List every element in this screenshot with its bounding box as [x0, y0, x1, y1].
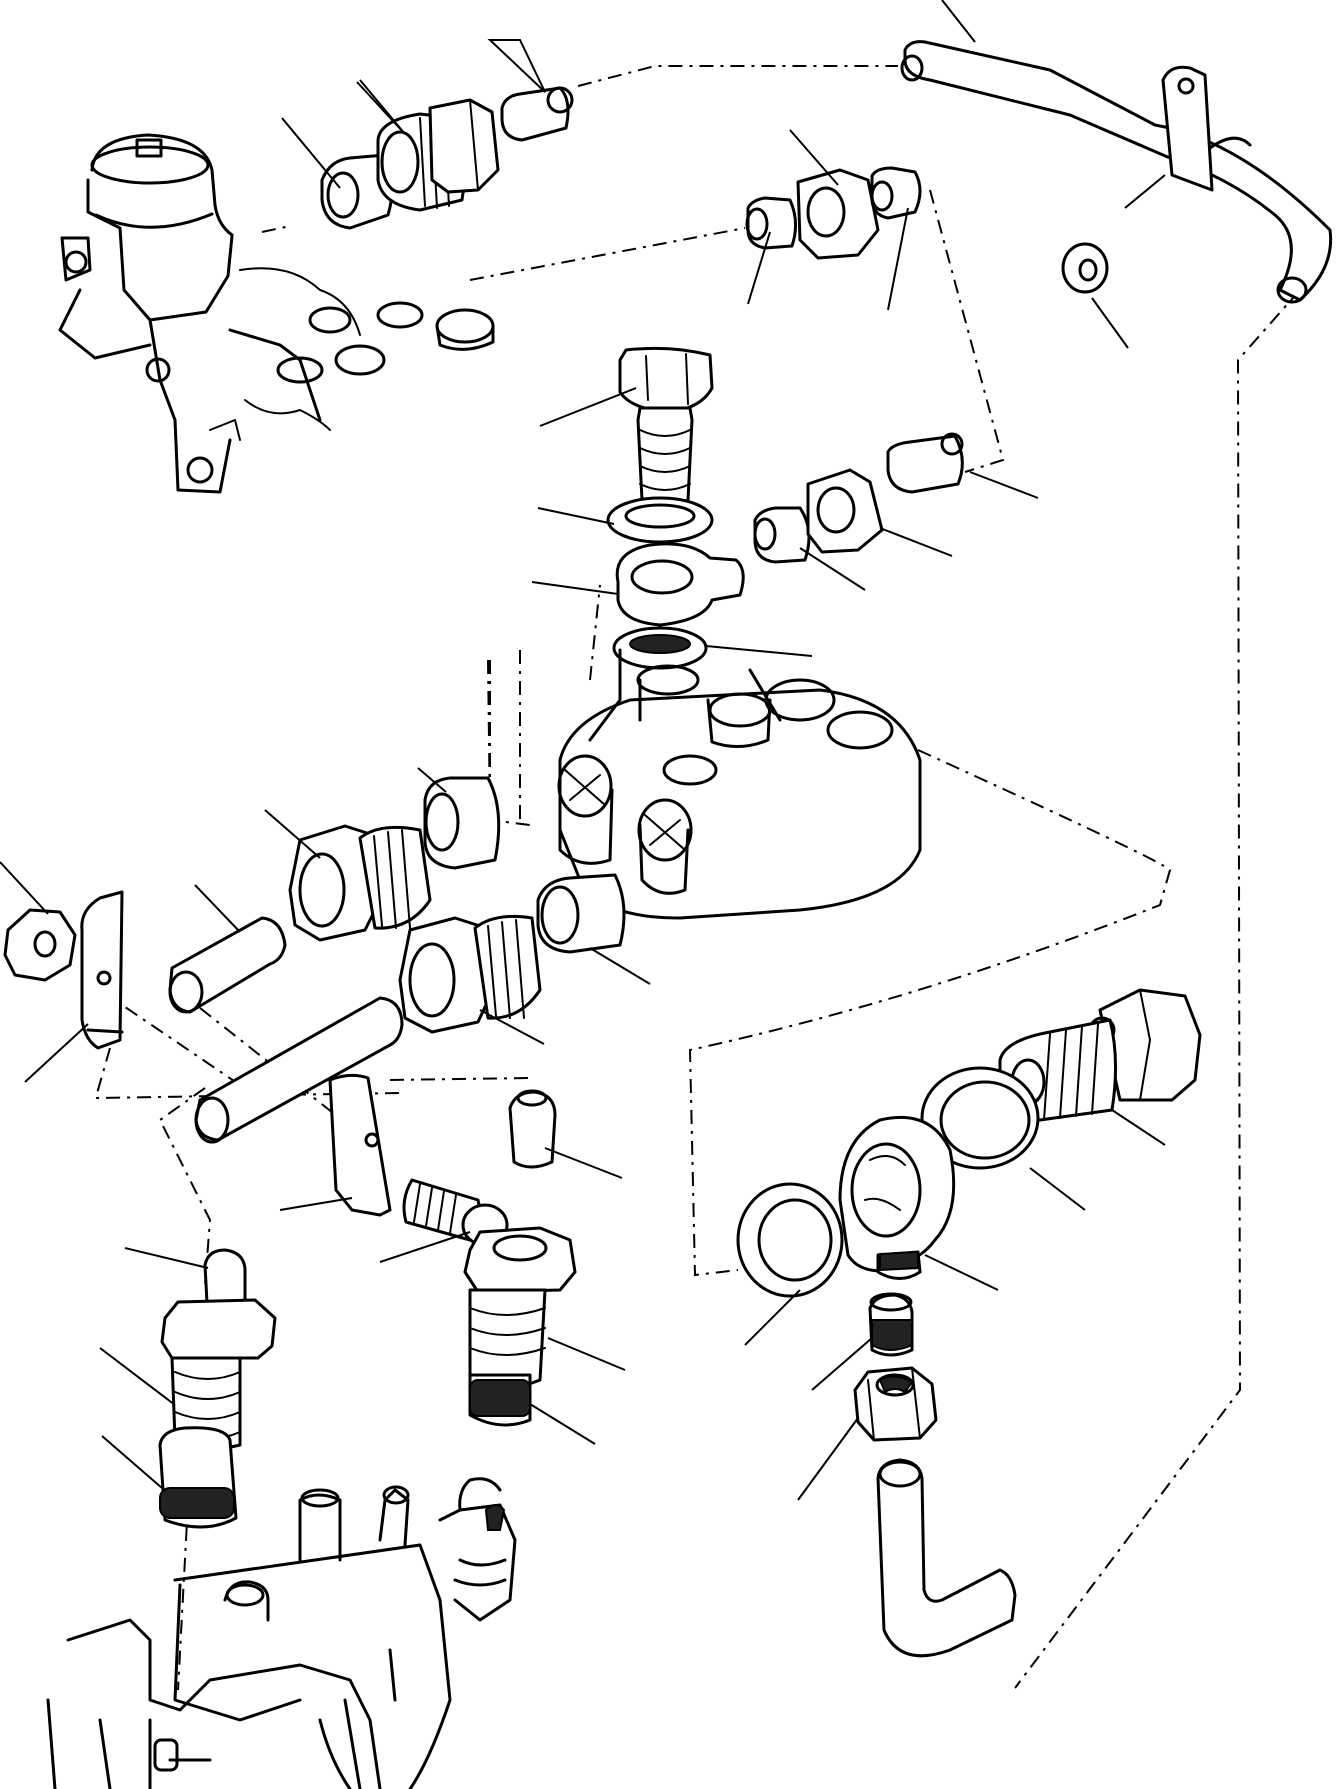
assembly-paths: [94, 65, 1301, 1691]
small-washer: [1061, 242, 1109, 294]
pump-head: [489, 648, 922, 920]
mid-left-union: [288, 824, 432, 942]
washer-right-2: [736, 1182, 844, 1298]
callout-leaders: [0, 0, 1166, 1501]
left-nut: [3, 908, 77, 982]
upper-right-fittings: [745, 166, 922, 260]
mid-sleeve-2: [536, 873, 626, 954]
fuel-pipe-top-right: [900, 40, 1333, 304]
banjo-fitting-right: [838, 1115, 956, 1280]
fuel-filter-housing: [58, 133, 495, 494]
washer-top-2: [612, 626, 708, 670]
washer-top-1: [606, 496, 714, 544]
injection-pump: [46, 1477, 517, 1789]
washer-right-1: [920, 1066, 1040, 1170]
mid-union-2: [398, 914, 542, 1034]
ferrule-right: [868, 1292, 914, 1357]
clamp-left: [80, 890, 124, 1050]
pipe-sleeve-long: [194, 996, 404, 1144]
union-nut-right: [853, 1366, 938, 1442]
mid-right-fittings: [753, 432, 964, 564]
top-fitting-row: [320, 86, 574, 230]
small-cap: [508, 1089, 557, 1169]
bleed-union-right: [463, 1226, 577, 1427]
mid-left-sleeve: [423, 776, 501, 870]
bleed-union-left: [158, 1248, 277, 1529]
clamp-lower: [328, 1073, 392, 1217]
clamp-screw: [402, 1178, 509, 1247]
fuel-pipe-elbow: [876, 1458, 1017, 1658]
pipe-sleeve-left: [168, 916, 287, 1014]
banjo-fitting-top: [615, 542, 745, 627]
banjo-bolt-top: [618, 346, 714, 507]
